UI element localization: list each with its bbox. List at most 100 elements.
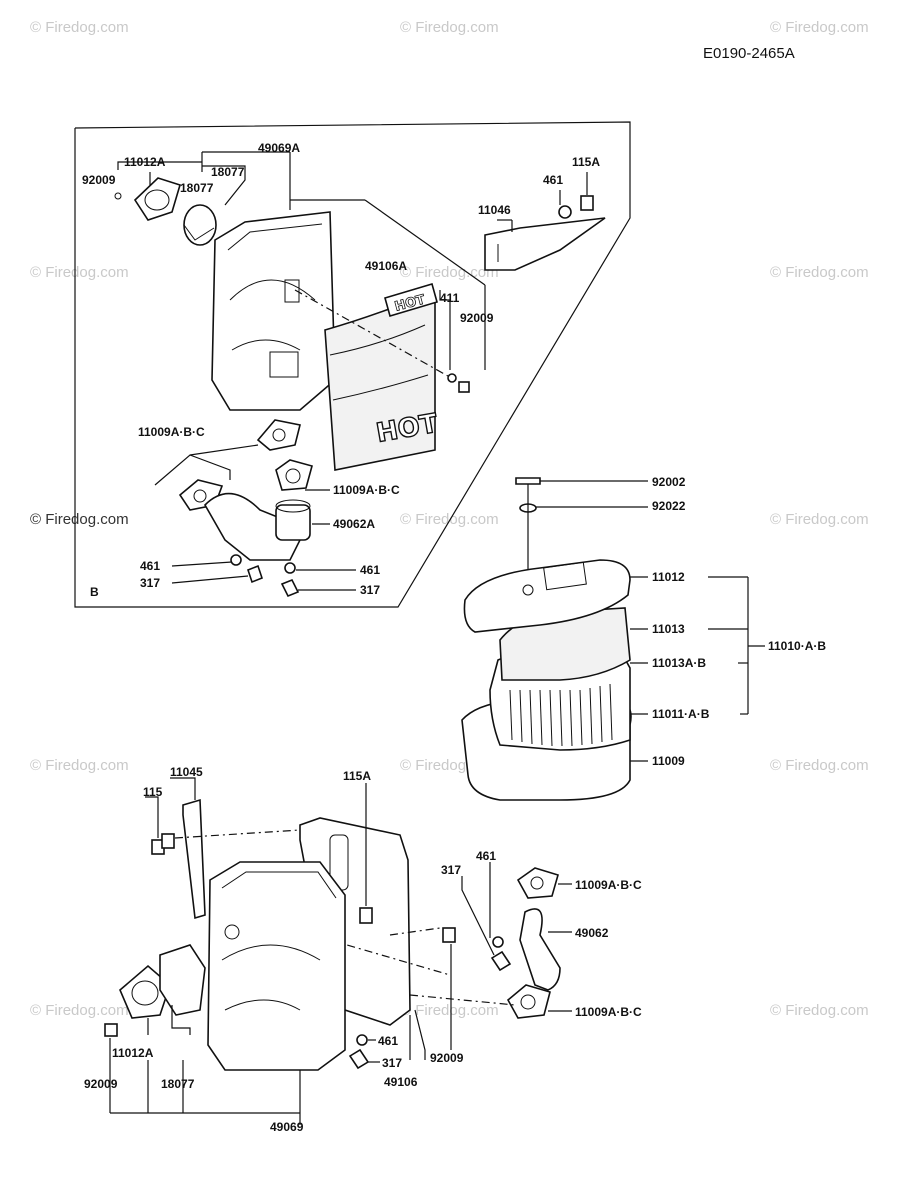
part-label: 11013A·B [652, 656, 706, 670]
part-label: 18077 [161, 1077, 195, 1091]
part-label: 49069 [270, 1120, 304, 1134]
leader-line [170, 777, 196, 800]
nut-317 [490, 950, 512, 972]
part-label: 92009 [84, 1077, 118, 1091]
part-label: 317 [360, 583, 380, 597]
washer-461 [492, 936, 504, 948]
leader-line [171, 561, 233, 567]
leader-line [414, 1009, 426, 1060]
part-label: 461 [140, 559, 160, 573]
watermark: © Firedog.com [400, 1002, 499, 1019]
leader-line [171, 575, 249, 584]
inset-letter: B [90, 585, 99, 599]
watermark: © Firedog.com [30, 264, 129, 281]
part-label: 18077 [180, 181, 214, 195]
cover-plate-11012a [119, 964, 171, 1019]
muffler-49069 [207, 861, 346, 1071]
part-label: 11012 [652, 570, 685, 584]
exhaust-cover-plate [114, 177, 181, 221]
inset-b: B [74, 121, 631, 608]
watermark: © Firedog.com [770, 1002, 869, 1019]
part-label: 11013 [652, 622, 685, 636]
bolt-92009 [104, 1023, 118, 1037]
part-label: 18077 [211, 165, 245, 179]
assembly-line [294, 289, 456, 381]
watermark: © Firedog.com [770, 264, 869, 281]
part-label: 11012A [112, 1046, 154, 1060]
part-label: 49062A [333, 517, 375, 531]
bolt-92009 [442, 927, 456, 943]
part-label: 92009 [82, 173, 116, 187]
part-label: 49106A [365, 259, 407, 273]
assembly-line [389, 927, 441, 936]
leader-line [461, 876, 495, 956]
part-label: 92009 [430, 1051, 464, 1065]
part-label: 317 [140, 576, 160, 590]
watermark: © Firedog.com [400, 19, 499, 36]
watermark: © Firedog.com [770, 511, 869, 528]
heat-guard-49106a: HOT HOT [294, 283, 456, 471]
part-label: 461 [476, 849, 496, 863]
part-label: 317 [382, 1056, 402, 1070]
exhaust-pipe-49062: 11009A·B·C 49062 11009A·B·C [506, 867, 642, 1019]
cover-11012 [463, 559, 631, 633]
part-label: 115A [572, 155, 600, 169]
part-label: 461 [543, 173, 563, 187]
leader-line [189, 444, 259, 456]
drawing-code: E0190-2465A [703, 45, 795, 62]
part-label: 115A [343, 769, 371, 783]
leader-line [145, 796, 159, 838]
watermark: © Firedog.com [400, 264, 499, 281]
washer-411 [447, 373, 457, 383]
part-label: 49069A [258, 141, 300, 155]
leader-line [154, 454, 231, 486]
part-label: 11045 [170, 765, 203, 779]
part-label: 49106 [384, 1075, 418, 1089]
leader-line [202, 165, 246, 206]
assembly-line [329, 939, 451, 976]
watermark: © Firedog.com [770, 757, 869, 774]
part-label: 11009A·B·C [333, 483, 400, 497]
part-label: 317 [441, 863, 461, 877]
watermark: © Firedog.com [30, 19, 129, 36]
leader-line [117, 161, 202, 170]
part-label: 11009A·B·C [575, 878, 642, 892]
watermark: © Firedog.com [30, 511, 129, 528]
leader-line [364, 199, 486, 286]
nut-317 [348, 1048, 370, 1070]
part-label: 11009A·B·C [138, 425, 205, 439]
part-label: 11011·A·B [652, 707, 710, 721]
watermark: © Firedog.com [30, 757, 129, 774]
muffler-assembly-bottom: 11045 115 115A 92009 46 [84, 765, 642, 1134]
watermark: © Firedog.com [400, 511, 499, 528]
leader-line [439, 290, 451, 370]
pleats [509, 683, 613, 747]
bolt-115a [359, 907, 373, 924]
part-label: 115 [143, 785, 163, 799]
bracket-11045 [182, 798, 206, 920]
leader-line [171, 1005, 191, 1035]
air-cleaner: 92002 92022 11012 11013 [461, 475, 826, 801]
muffler-49069a [211, 211, 336, 451]
part-label: 11046 [478, 203, 511, 217]
part-label: 92002 [652, 475, 686, 489]
bracket-11046 [484, 172, 606, 271]
part-label: 11010·A·B [768, 639, 826, 653]
part-label: 92009 [460, 311, 494, 325]
part-label: 11009A·B·C [575, 1005, 642, 1019]
assembly-line [174, 829, 301, 839]
watermark: © Firedog.com [30, 1002, 129, 1019]
inset-frame [74, 121, 631, 608]
bolt-92009 [458, 381, 470, 393]
washer-461 [356, 1034, 368, 1046]
exhaust-pipe-49062a [154, 444, 313, 598]
wing-nut-92002 [515, 477, 541, 485]
part-label: 11009 [652, 754, 685, 768]
part-label: 92022 [652, 499, 686, 513]
bolt-115 [161, 833, 175, 849]
part-label: 11012A [124, 155, 166, 169]
part-label: 461 [378, 1034, 398, 1048]
spark-arrester-18077 [159, 944, 206, 1016]
part-label: 49062 [575, 926, 609, 940]
